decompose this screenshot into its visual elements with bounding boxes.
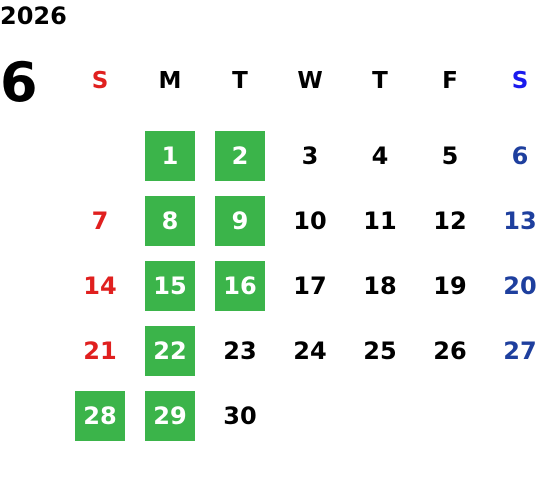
month-number: 6 — [0, 51, 38, 114]
year-label: 2026 — [0, 2, 67, 30]
day-cell: 18 — [345, 253, 415, 318]
day-cell: 30 — [205, 383, 275, 448]
day-number: 9 — [215, 195, 265, 246]
day-cell: 12 — [415, 188, 485, 253]
day-number: 1 — [145, 130, 195, 181]
day-cell: 11 — [345, 188, 415, 253]
day-number: 18 — [363, 271, 397, 300]
day-cell: 21 — [65, 318, 135, 383]
day-cell — [415, 383, 485, 448]
day-cell: 8 — [135, 188, 205, 253]
day-number: 24 — [293, 336, 327, 365]
day-cell: 19 — [415, 253, 485, 318]
day-number — [425, 391, 475, 441]
day-cell: 5 — [415, 123, 485, 188]
day-number — [495, 391, 545, 441]
day-number: 26 — [433, 336, 467, 365]
day-number: 5 — [441, 141, 459, 170]
day-number — [75, 131, 125, 181]
day-cell — [65, 123, 135, 188]
day-cell: 20 — [485, 253, 548, 318]
day-cell: 29 — [135, 383, 205, 448]
day-number: 8 — [145, 195, 195, 246]
weekday-header-sat: S — [511, 67, 529, 94]
day-cell: 13 — [485, 188, 548, 253]
day-number: 28 — [75, 390, 125, 441]
day-number — [355, 391, 405, 441]
day-cell: 14 — [65, 253, 135, 318]
day-number: 25 — [363, 336, 397, 365]
weekday-header-sun: S — [91, 67, 109, 94]
day-number: 13 — [503, 206, 537, 235]
weekday-header-tue: T — [232, 67, 248, 94]
day-cell: 6 — [485, 123, 548, 188]
day-cell: 9 — [205, 188, 275, 253]
day-number: 17 — [293, 271, 327, 300]
day-number: 19 — [433, 271, 467, 300]
day-cell: 4 — [345, 123, 415, 188]
day-number: 15 — [145, 260, 195, 311]
day-cell: 15 — [135, 253, 205, 318]
day-number — [285, 391, 335, 441]
day-cell — [345, 383, 415, 448]
day-cell: 10 — [275, 188, 345, 253]
weekday-header-fri: F — [442, 67, 458, 94]
day-cell: 26 — [415, 318, 485, 383]
day-number: 10 — [293, 206, 327, 235]
day-number: 29 — [145, 390, 195, 441]
day-cell: 16 — [205, 253, 275, 318]
weekday-header-mon: M — [158, 67, 182, 94]
day-number: 23 — [223, 336, 257, 365]
calendar-grid: S M T W T F S 1 2 3 4 5 6 7 8 9 10 11 12… — [65, 58, 548, 448]
day-cell: 22 — [135, 318, 205, 383]
day-number: 2 — [215, 130, 265, 181]
day-number: 27 — [503, 336, 537, 365]
day-cell: 7 — [65, 188, 135, 253]
weekday-header-thu: T — [372, 67, 388, 94]
day-cell: 2 — [205, 123, 275, 188]
weekday-header-wed: W — [297, 67, 323, 94]
day-number: 20 — [503, 271, 537, 300]
day-number: 14 — [83, 271, 117, 300]
day-cell: 27 — [485, 318, 548, 383]
day-number: 30 — [223, 401, 257, 430]
day-cell: 1 — [135, 123, 205, 188]
day-number: 22 — [145, 325, 195, 376]
day-cell: 25 — [345, 318, 415, 383]
day-cell — [275, 383, 345, 448]
day-number: 6 — [511, 141, 529, 170]
day-number: 21 — [83, 336, 117, 365]
day-cell — [485, 383, 548, 448]
day-cell: 23 — [205, 318, 275, 383]
day-cell: 28 — [65, 383, 135, 448]
day-cell: 24 — [275, 318, 345, 383]
day-cell: 3 — [275, 123, 345, 188]
day-number: 3 — [301, 141, 319, 170]
day-number: 7 — [91, 206, 109, 235]
day-number: 12 — [433, 206, 467, 235]
day-number: 4 — [371, 141, 389, 170]
day-cell: 17 — [275, 253, 345, 318]
day-number: 11 — [363, 206, 397, 235]
day-number: 16 — [215, 260, 265, 311]
